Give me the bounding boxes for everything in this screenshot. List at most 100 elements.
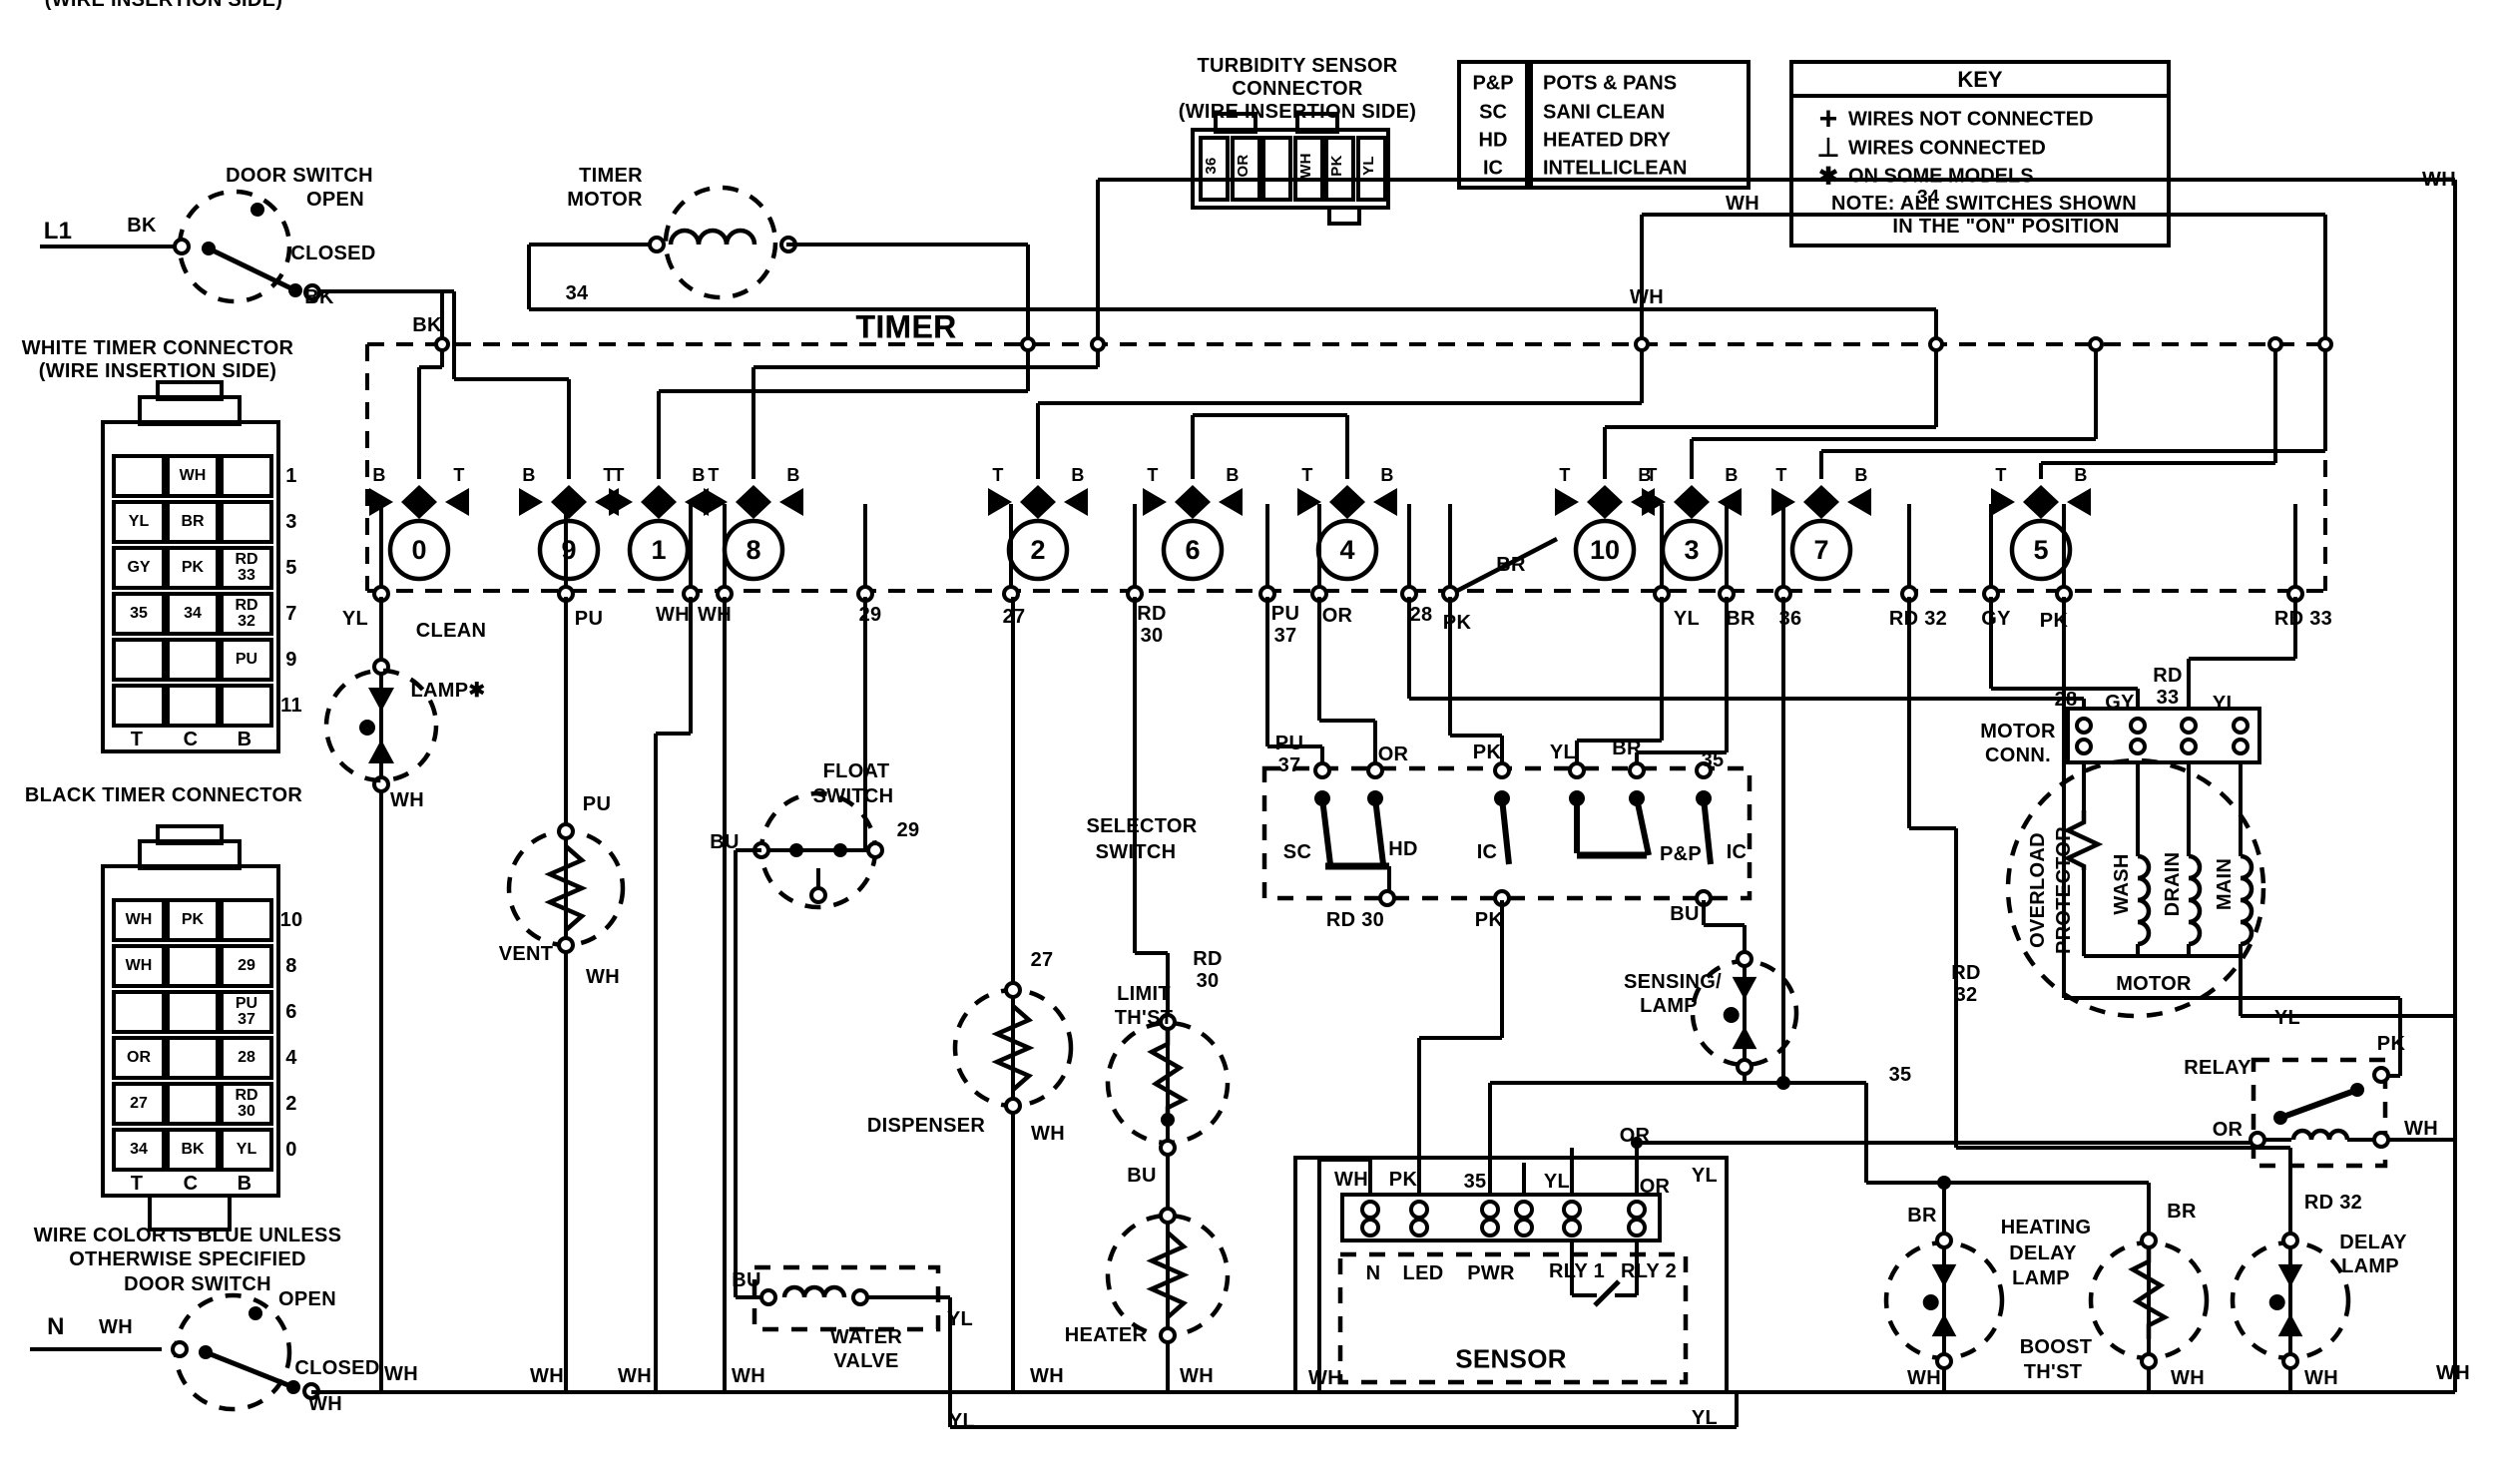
label-wh: WH xyxy=(2304,1367,2338,1389)
label-relay: RELAY xyxy=(2184,1057,2252,1079)
label-yl: YL xyxy=(1673,608,1701,630)
label-drain: DRAIN xyxy=(2162,851,2184,917)
label-wh: WH xyxy=(586,966,620,988)
white-connector-row-number: 9 xyxy=(285,649,297,671)
label-28: 28 xyxy=(2054,689,2078,711)
turbidity-pin-label: PK xyxy=(1327,155,1345,177)
label-wh: WH xyxy=(1031,1123,1065,1145)
label-or: OR xyxy=(1639,1176,1671,1198)
label-lamp: LAMP xyxy=(2012,1267,2070,1289)
svg-text:1: 1 xyxy=(651,535,666,565)
cam-letter-right: B xyxy=(1638,465,1652,486)
legend-name: INTELLICLEAN xyxy=(1543,157,1688,180)
white-connector-subtitle: (WIRE INSERTION SIDE) xyxy=(38,360,277,382)
black-connector-row-number: 8 xyxy=(285,955,297,977)
black-connector-row-number: 0 xyxy=(285,1139,297,1161)
white-connector-row-number: 11 xyxy=(280,695,302,717)
black-connector-footer: B xyxy=(237,1173,252,1195)
label-wh: WH xyxy=(2171,1367,2205,1389)
white-connector-cell-r5c2 xyxy=(220,684,273,728)
label-lamp: LAMP xyxy=(1640,995,1698,1017)
white-connector-row-number: 5 xyxy=(285,557,297,579)
black-connector-cell-r4c2: RD 30 xyxy=(220,1082,273,1126)
label-bk: BK xyxy=(304,286,334,308)
label-pu-37: PU 37 xyxy=(1274,733,1304,776)
white-connector-row-number: 3 xyxy=(285,511,297,533)
black-connector-row-number: 10 xyxy=(279,909,303,931)
black-connector-cell-r5c2: YL xyxy=(220,1128,273,1172)
label-boost: BOOST xyxy=(2019,1336,2093,1358)
label-gy: GY xyxy=(2105,692,2135,714)
label-29: 29 xyxy=(896,819,920,841)
label-wh: WH xyxy=(1030,1365,1064,1387)
white-connector-footer: C xyxy=(183,729,199,750)
label-35: 35 xyxy=(1463,1171,1487,1193)
label-delay: DELAY xyxy=(2009,1242,2077,1264)
label-yl: YL xyxy=(1691,1165,1719,1187)
white-connector-cell-r4c2: PU xyxy=(220,638,273,682)
label-clean: CLEAN xyxy=(415,620,487,642)
label-wh: WH xyxy=(1907,1367,1941,1389)
turbidity-pin-1 xyxy=(1230,136,1261,202)
legend-abbr: HD xyxy=(1478,129,1508,152)
white-connector-cell-r4c1 xyxy=(166,638,220,682)
cam-letter-left: T xyxy=(1995,465,2007,486)
label-28: 28 xyxy=(1409,604,1433,626)
label-gy: GY xyxy=(1981,608,2011,630)
cam-letter-left: T xyxy=(1147,465,1159,486)
label-br: BR xyxy=(1496,554,1526,576)
label-motor: MOTOR xyxy=(1980,721,2056,742)
label-br: BR xyxy=(1612,738,1642,759)
label-yl: YL xyxy=(1543,1171,1571,1193)
label-rd-33: RD 33 xyxy=(2153,665,2183,709)
black-connector-cell-r0c1: PK xyxy=(166,898,220,942)
key-note-1: NOTE: ALL SWITCHES SHOWN xyxy=(1830,193,2138,215)
cam-letter-right: B xyxy=(1854,465,1868,486)
white-connector-cell-r5c1 xyxy=(166,684,220,728)
cam-letter-left: T xyxy=(708,465,720,486)
turbidity-pin-label: OR xyxy=(1234,154,1252,178)
black-connector-cell-r0c2 xyxy=(220,898,273,942)
label-yl: YL xyxy=(1691,1407,1719,1429)
turbidity-pin-label: WH xyxy=(1296,153,1314,179)
label-bk: BK xyxy=(127,215,157,237)
label-th-st: TH'ST xyxy=(2023,1361,2083,1383)
wires-connected-icon: ⊥ xyxy=(1816,132,1840,163)
label-wh: WH xyxy=(1180,1365,1214,1387)
label-or: OR xyxy=(1619,1125,1651,1147)
label-rd-32: RD 32 xyxy=(2303,1192,2363,1214)
svg-text:5: 5 xyxy=(2033,535,2048,565)
timer-title: TIMER xyxy=(855,308,957,345)
black-connector-cell-r2c1 xyxy=(166,990,220,1034)
turbidity-subtitle: CONNECTOR xyxy=(1232,78,1363,100)
label-wash: WASH xyxy=(2111,853,2133,915)
black-connector-row-number: 6 xyxy=(285,1001,297,1023)
label-ic: IC xyxy=(1476,841,1498,863)
label-bu: BU xyxy=(732,1269,761,1291)
legend-name: SANI CLEAN xyxy=(1543,101,1666,124)
cam-letter-left: B xyxy=(372,465,386,486)
cam-letter-right: B xyxy=(1071,465,1085,486)
cam-letter-left: T xyxy=(1559,465,1571,486)
label-door-switch: DOOR SWITCH xyxy=(226,165,373,187)
key-item-text: WIRES NOT CONNECTED xyxy=(1848,108,2094,131)
label-heater: HEATER xyxy=(1064,1324,1148,1346)
label-sc: SC xyxy=(1282,841,1312,863)
label-wh: WH xyxy=(99,1316,133,1338)
label-35: 35 xyxy=(1701,749,1725,771)
black-connector-cell-r1c0: WH xyxy=(112,944,166,988)
label-th-st: TH'ST xyxy=(1114,1007,1174,1029)
label-heating: HEATING xyxy=(2000,1217,2092,1238)
label-motor: MOTOR xyxy=(567,189,643,211)
label-rd-32: RD 32 xyxy=(1888,608,1948,630)
white-connector-cell-r0c0 xyxy=(112,454,166,498)
turbidity-pin-3 xyxy=(1292,136,1324,202)
label-float: FLOAT xyxy=(822,760,890,782)
legend-abbr: P&P xyxy=(1472,72,1514,95)
label-br: BR xyxy=(2167,1201,2197,1223)
label-rd-30: RD 30 xyxy=(1325,909,1385,931)
cam-letter-right: B xyxy=(786,465,800,486)
label-selector: SELECTOR xyxy=(1086,815,1198,837)
